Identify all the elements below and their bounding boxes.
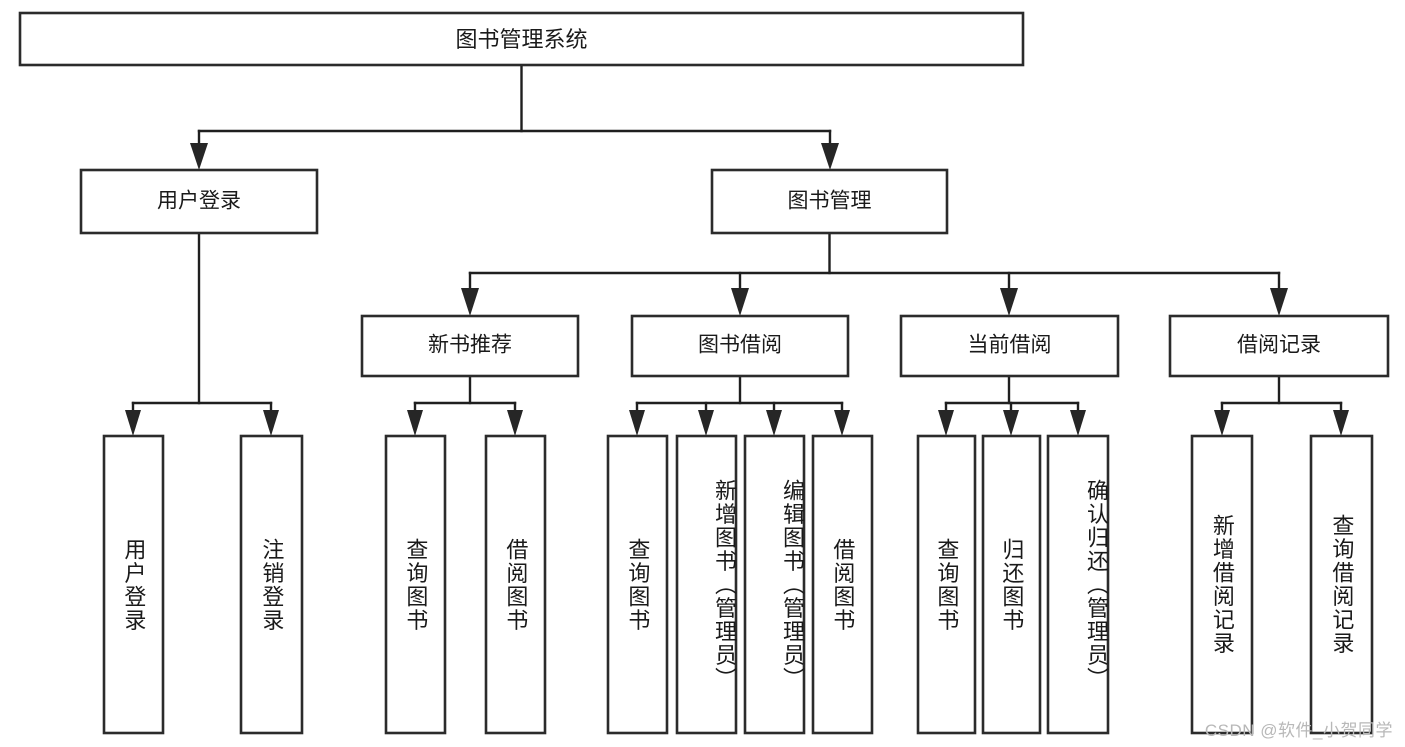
arrow-head-leaf-add-book xyxy=(698,410,714,436)
arrow-head-leaf-query-book-b xyxy=(629,410,645,436)
arrow-head-leaf-add-record xyxy=(1214,410,1230,436)
arrow-head-user-login xyxy=(190,143,208,170)
node-layer: 图书管理系统 用户登录 图书管理 新书推荐 图书借阅 当前借阅 借阅记录 xyxy=(18,11,1390,378)
arrow-head-leaf-return-book xyxy=(1003,410,1019,436)
arrow-head-leaf-confirm-return xyxy=(1070,410,1086,436)
node-leaf_query_record-box[interactable] xyxy=(1309,434,1374,735)
node-new-book-rec-label: 新书推荐 xyxy=(428,334,512,357)
node-root-box[interactable] xyxy=(18,11,1025,67)
node-leaf_query_book_a-box[interactable] xyxy=(384,434,447,735)
node-leaf_logout-box[interactable] xyxy=(239,434,304,735)
arrow-head-current-borrow xyxy=(1000,288,1018,316)
arrow-head-borrow-record xyxy=(1270,288,1288,316)
node-book-manage-box[interactable] xyxy=(710,168,949,235)
arrow-head-book-manage xyxy=(821,143,839,170)
arrow-head-leaf-user-login xyxy=(125,410,141,436)
watermark-text: CSDN @软件_小贺同学 xyxy=(1204,721,1393,740)
node-leaf_add_book-box[interactable] xyxy=(675,434,738,735)
node-borrow-record-box[interactable] xyxy=(1168,314,1390,378)
arrow-head-leaf-edit-book xyxy=(766,410,782,436)
node-leaf_query_book_c-box[interactable] xyxy=(916,434,977,735)
arrow-head-leaf-query-book-a xyxy=(407,410,423,436)
node-book-borrow-box[interactable] xyxy=(630,314,850,378)
node-leaf_borrow_book_a-box[interactable] xyxy=(484,434,547,735)
node-user-login-label: 用户登录 xyxy=(157,190,241,213)
node-current-borrow-label: 当前借阅 xyxy=(968,334,1052,357)
leaf-box-layer xyxy=(102,434,1374,735)
node-current-borrow-box[interactable] xyxy=(899,314,1120,378)
arrow-head-leaf-borrow-book-b xyxy=(834,410,850,436)
node-leaf_return_book-box[interactable] xyxy=(981,434,1042,735)
node-book-borrow-label: 图书借阅 xyxy=(698,334,782,357)
arrow-head-new-book-rec xyxy=(461,288,479,316)
node-root-label: 图书管理系统 xyxy=(455,27,587,52)
arrow-head-leaf-query-book-c xyxy=(938,410,954,436)
node-borrow-record-label: 借阅记录 xyxy=(1237,334,1321,357)
node-leaf_add_record-box[interactable] xyxy=(1190,434,1254,735)
node-leaf_confirm_return-box[interactable] xyxy=(1046,434,1110,735)
connector-layer xyxy=(125,63,1349,436)
node-user-login-box[interactable] xyxy=(79,168,319,235)
arrow-head-book-borrow xyxy=(731,288,749,316)
node-book-manage-label: 图书管理 xyxy=(788,190,872,213)
arrow-head-leaf-borrow-book-a xyxy=(507,410,523,436)
node-leaf_edit_book-box[interactable] xyxy=(743,434,806,735)
node-leaf_query_book_b-box[interactable] xyxy=(606,434,669,735)
arrow-head-leaf-logout xyxy=(263,410,279,436)
node-new-book-rec-box[interactable] xyxy=(360,314,580,378)
arrow-head-leaf-query-record xyxy=(1333,410,1349,436)
node-leaf_borrow_book_b-box[interactable] xyxy=(811,434,874,735)
node-leaf_user_login-box[interactable] xyxy=(102,434,165,735)
